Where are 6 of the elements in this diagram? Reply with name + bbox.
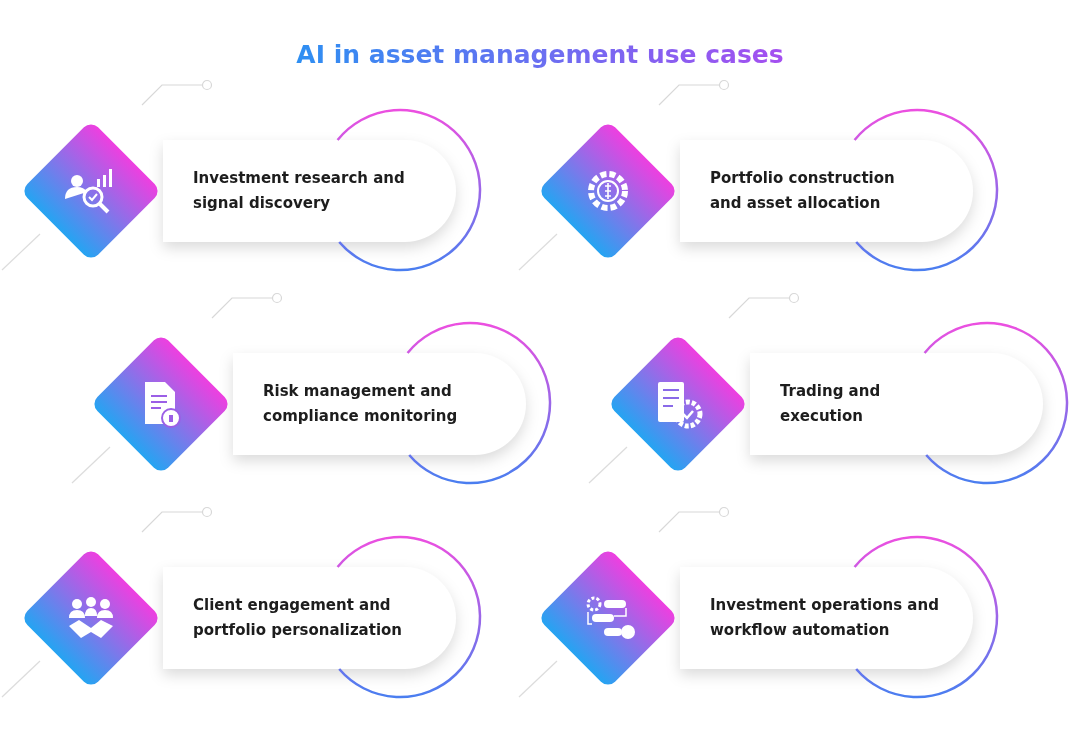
card-text: Client engagement and portfolio personalization: [193, 595, 404, 641]
card-text: Trading and execution: [780, 381, 882, 427]
card-text: Investment operations and workflow automation: [710, 595, 940, 641]
card-text: Portfolio construction and asset allocation: [710, 168, 896, 214]
card-text: Investment research and signal discovery: [193, 168, 406, 214]
card-text: Risk management and compliance monitoring: [263, 381, 459, 427]
